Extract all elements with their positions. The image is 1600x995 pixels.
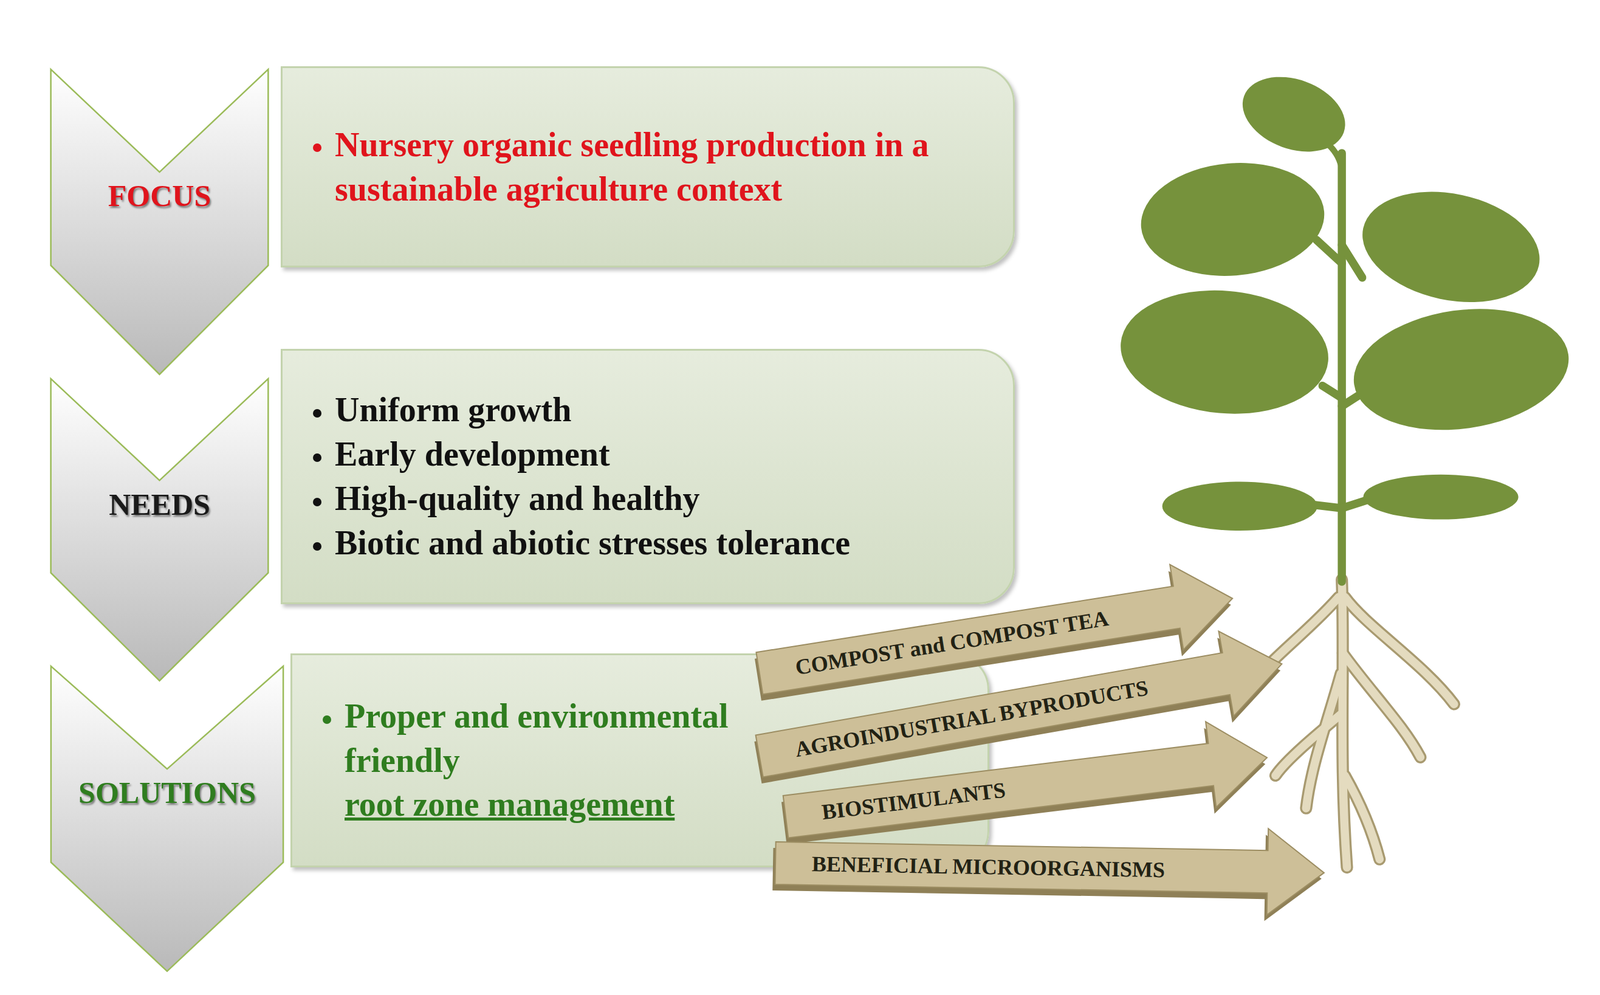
plant-part	[1316, 240, 1342, 264]
plant-part	[1342, 653, 1421, 758]
plant-part	[1326, 142, 1342, 169]
box-text: Biotic and abiotic stresses tolerance	[311, 520, 989, 566]
text-run: Early development	[334, 435, 611, 473]
plant-part	[1341, 500, 1368, 509]
bullet-dot	[322, 715, 332, 724]
text-run: SOLUTIONS	[78, 775, 256, 810]
step-label: NEEDS	[108, 486, 211, 522]
box-text: High-quality and healthy	[311, 476, 989, 521]
plant-part	[1275, 714, 1341, 776]
plant-part	[1345, 295, 1577, 443]
banner-face	[774, 819, 1325, 916]
bullet-dot	[312, 408, 322, 418]
box-text: root zone management	[321, 782, 770, 827]
chevron-step: FOCUS	[48, 66, 271, 378]
plant-part	[1342, 653, 1421, 758]
bullet-dot	[312, 542, 322, 551]
chevron-outline	[51, 378, 269, 681]
chevron-step: SOLUTIONS	[48, 662, 286, 975]
bullet-dot	[312, 453, 322, 462]
box-text: Early development	[311, 432, 989, 477]
box-text: Proper and environmental friendly	[321, 693, 770, 783]
plant-part	[1344, 775, 1380, 860]
plant-part	[1352, 176, 1550, 318]
plant-part	[1337, 153, 1346, 582]
plant-part	[1270, 579, 1455, 868]
plant-part	[1341, 579, 1347, 868]
plant-part	[1162, 481, 1318, 531]
text-run: root zone management	[344, 785, 675, 823]
chevron-shape	[48, 66, 271, 378]
plant-part	[1275, 714, 1341, 776]
content-box: Uniform growthEarly developmentHigh-qual…	[280, 348, 1015, 605]
chevron-step: NEEDS	[48, 375, 271, 684]
roots	[1270, 579, 1455, 868]
chevron-shape	[48, 375, 271, 684]
plant-part	[1115, 281, 1334, 423]
text-run: Proper and environmental friendly	[344, 696, 729, 780]
arrow-banner: BENEFICIAL MICROORGANISMS	[774, 817, 1326, 919]
text-run: High-quality and healthy	[334, 479, 701, 518]
plant-part	[1322, 385, 1342, 399]
leaves	[1115, 63, 1577, 532]
plant-part	[1270, 579, 1455, 868]
plant-part	[1344, 596, 1455, 704]
plant-part	[1341, 579, 1347, 868]
plant-part	[1363, 474, 1518, 520]
chevron-outline	[51, 69, 269, 375]
step-label: FOCUS	[108, 178, 211, 214]
chevron-shape	[48, 662, 286, 975]
plant-part	[1344, 775, 1380, 860]
text-run: Biotic and abiotic stresses tolerance	[334, 523, 851, 562]
step-label: SOLUTIONS	[78, 774, 256, 811]
plant-part	[1270, 596, 1340, 663]
box-text: Nursery organic seedling production in a…	[311, 122, 989, 212]
text-run: FOCUS	[108, 178, 211, 213]
text-run: Uniform growth	[334, 390, 572, 429]
chevron-outline	[51, 666, 284, 972]
plant-part	[1136, 155, 1329, 284]
plant-part	[1344, 596, 1455, 704]
plant-part	[1270, 596, 1340, 663]
bullet-dot	[312, 497, 322, 507]
box-text: Uniform growth	[311, 387, 989, 433]
bullet-dot	[312, 143, 322, 152]
text-run: Nursery organic seedling production in a…	[334, 125, 929, 208]
text-run: NEEDS	[108, 487, 211, 522]
banner-face	[780, 714, 1272, 860]
content-box: Nursery organic seedling production in a…	[280, 66, 1015, 268]
